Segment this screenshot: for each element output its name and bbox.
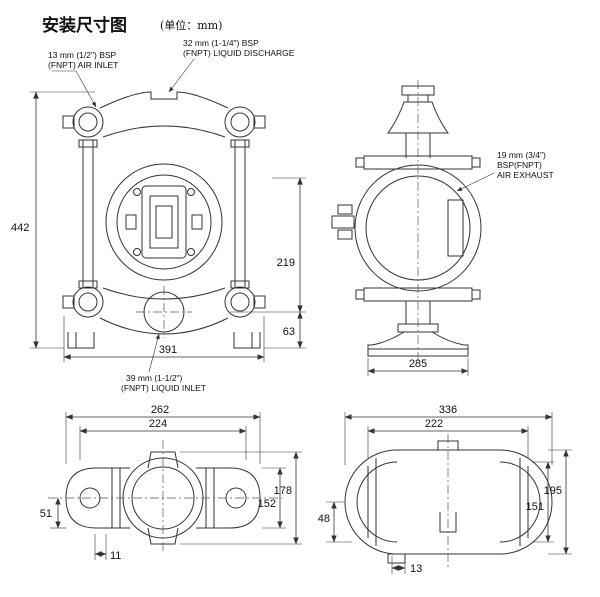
front-view-drawing <box>62 91 266 349</box>
dim-bottom-view-widths <box>344 412 553 465</box>
dim-text-bottom-inner-height: 151 <box>526 501 544 513</box>
dim-front-overall-width <box>63 316 265 362</box>
dim-text-front-inlet-height: 63 <box>283 326 295 338</box>
bottom-view-drawing <box>344 440 553 564</box>
top-view-centerlines <box>48 440 282 552</box>
liquid-discharge-label-line1: 32 mm (1-1/4") BSP <box>183 38 259 48</box>
page-title: 安装尺寸图 <box>42 15 127 36</box>
dim-text-top-outer-depth: 178 <box>274 485 292 497</box>
liquid-discharge-label-line2: (FNPT) LIQUID DISCHARGE <box>183 48 295 58</box>
leader-liquid-discharge <box>168 58 195 93</box>
air-exhaust-label-line2: BSP(FNPT) <box>497 160 542 170</box>
liquid-inlet-label-line1: 39 mm (1-1/2") <box>126 373 183 383</box>
air-inlet-label-line1: 13 mm (1/2") BSP <box>48 50 117 60</box>
front-view-centerlines <box>136 286 192 338</box>
dim-bottom-view-port-height <box>326 501 352 543</box>
dim-front-right-heights <box>230 177 306 349</box>
dim-top-view-port-height <box>50 497 66 529</box>
dim-side-overall-width <box>367 358 469 376</box>
leader-liquid-inlet <box>148 333 160 373</box>
dim-text-top-inner-width: 224 <box>149 418 167 430</box>
dim-text-bottom-outer-width: 336 <box>439 404 457 416</box>
dim-top-view-depths <box>180 451 302 545</box>
dim-text-top-outer-width: 262 <box>151 404 169 416</box>
dim-text-top-inner-depth: 152 <box>258 498 276 510</box>
side-view-drawing <box>331 85 482 357</box>
dim-front-overall-height <box>30 91 95 349</box>
air-inlet-label-line2: (FNPT) AIR INLET <box>48 60 118 70</box>
dim-text-top-offset: 11 <box>110 550 121 562</box>
dim-text-front-overall-height: 442 <box>11 222 29 234</box>
dim-text-front-overall-width: 391 <box>159 344 177 356</box>
dim-bottom-view-heights <box>532 449 572 555</box>
liquid-inlet-label-line2: (FNPT) LIQUID INLET <box>121 383 206 393</box>
dim-top-view-widths <box>65 412 261 464</box>
dim-text-front-discharge-to-inlet: 219 <box>277 257 295 269</box>
dim-text-bottom-offset: 13 <box>410 563 422 575</box>
dim-bottom-view-offset <box>391 556 406 574</box>
dim-text-bottom-inner-width: 222 <box>425 418 443 430</box>
dim-top-view-offset <box>94 534 107 560</box>
page-title-unit: (单位：mm) <box>160 18 222 32</box>
air-exhaust-label-line1: 19 mm (3/4") <box>497 150 546 160</box>
leader-air-exhaust <box>456 172 495 192</box>
dim-text-bottom-port-height: 48 <box>318 513 330 525</box>
leader-air-inlet <box>52 70 97 108</box>
dim-text-top-port-height: 51 <box>40 508 52 520</box>
dim-text-side-overall-width: 285 <box>409 358 427 370</box>
air-exhaust-label-line3: AIR EXHAUST <box>497 170 554 180</box>
dim-text-bottom-outer-height: 195 <box>544 485 562 497</box>
